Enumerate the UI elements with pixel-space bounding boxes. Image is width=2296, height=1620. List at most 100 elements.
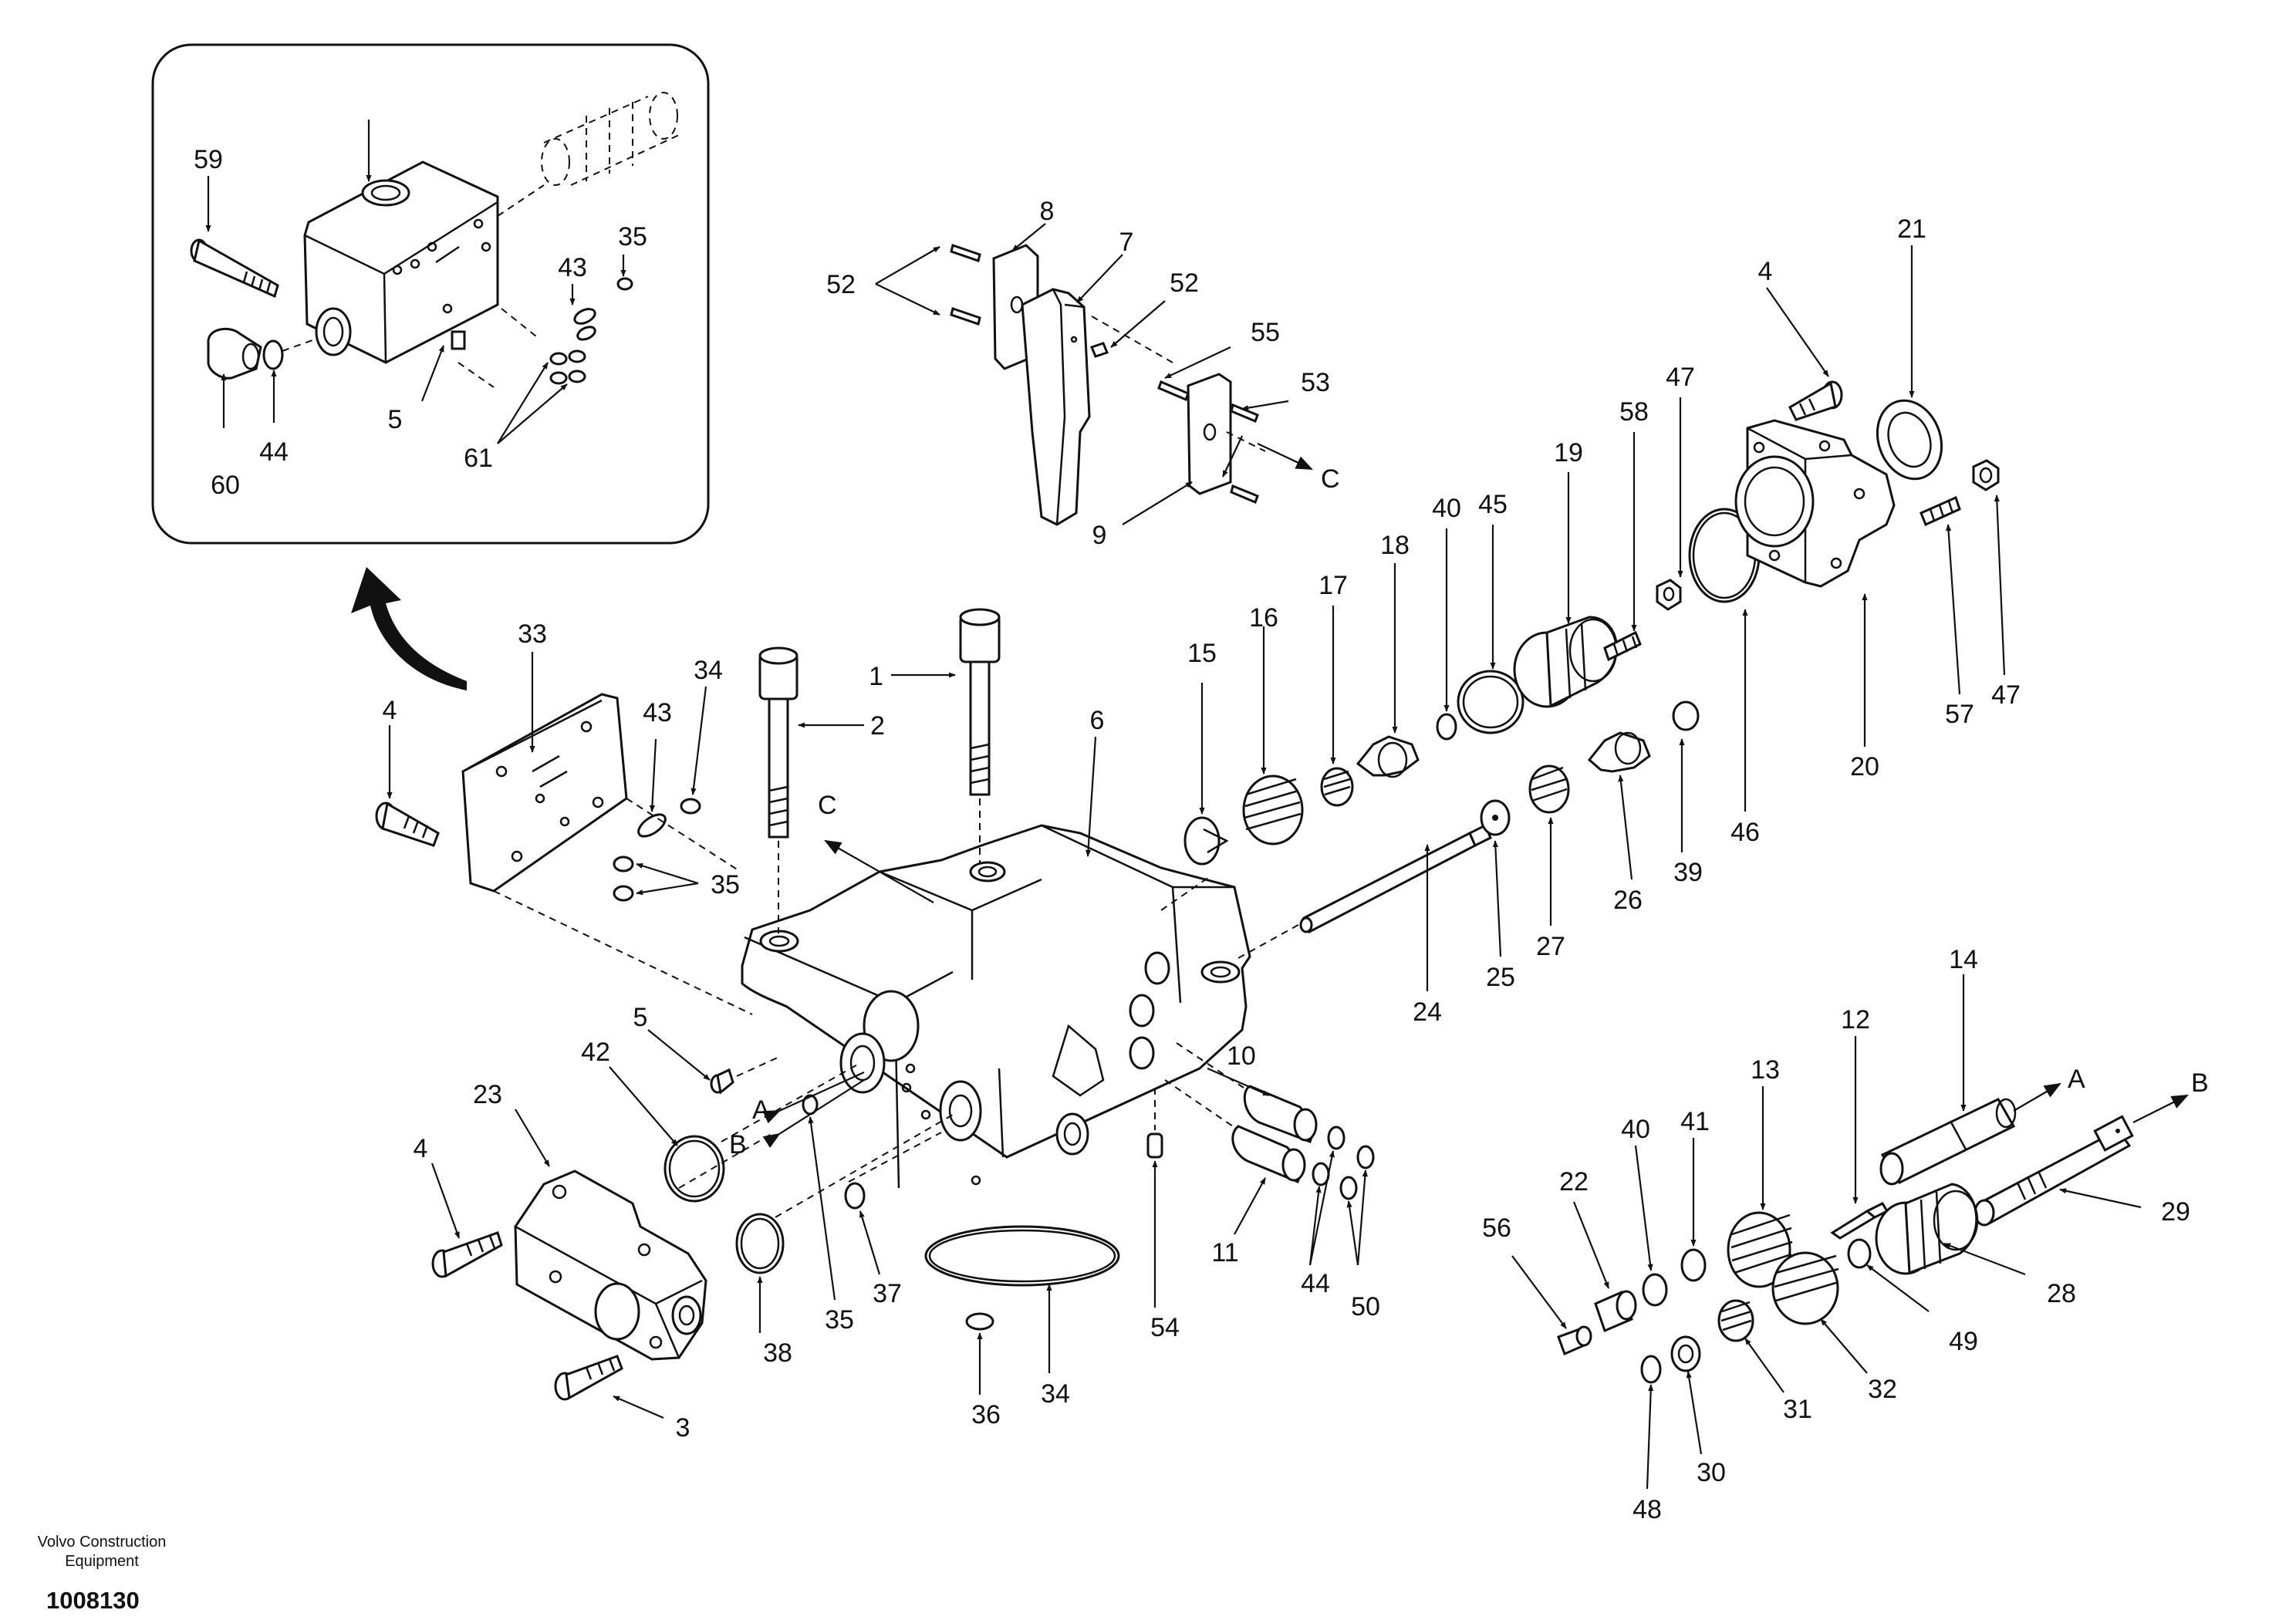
washer-30 [1670,1335,1701,1372]
callout-5: 5 [633,1003,648,1032]
callout-51: 52 [1170,268,1199,298]
shaft-24 [1299,823,1492,934]
callout-labels: 59 43 35 5 61 60 44 52 8 7 52 55 53 9 1 … [194,145,2190,1524]
oring-40-top [1436,713,1457,741]
oring-39 [735,1213,785,1274]
callout-13: 13 [1751,1055,1780,1085]
callout-15: 15 [1187,639,1217,668]
callout-52-top: 52 [826,270,856,299]
spring-31 [1717,1299,1754,1342]
bolt-4-cover [375,802,440,847]
pins-52-top [950,244,981,326]
pins-52-plate9 [1230,403,1259,504]
callout-11: 11 [1211,1238,1238,1267]
callout-28: 28 [2047,1279,2076,1308]
callout-36-left: 35 [825,1305,854,1335]
callout-46: 46 [1730,818,1760,847]
plug-10 [1243,1085,1318,1143]
plug-11 [1231,1125,1306,1183]
callout-43-inset: 43 [558,253,587,282]
plug-59 [207,327,262,380]
spring-32 [1771,1251,1839,1325]
ref-letter-A: A [752,1095,770,1125]
brand-caption: Volvo Construction Equipment 1008130 [38,1534,167,1614]
cover-20 [1734,419,1896,588]
callout-32: 32 [1868,1375,1897,1404]
callout-38: 39 [1673,858,1703,887]
callout-3: 3 [676,1413,690,1443]
lever-7 [1021,288,1091,526]
callout-37: 37 [873,1279,902,1308]
callout-39: 38 [763,1338,792,1368]
callout-7: 7 [1119,228,1134,257]
ref-letter-A-spool: A [2068,1065,2085,1094]
callout-10: 10 [1227,1041,1256,1071]
ring-49 [1847,1238,1872,1269]
callout-48: 48 [1633,1495,1662,1524]
callout-57: 58 [1619,397,1649,427]
callout-40-top: 40 [1432,494,1461,523]
callout-5-inset: 5 [388,405,403,434]
cap-15 [1183,816,1229,866]
callout-36-bottom: 36 [971,1400,1001,1429]
callout-45: 45 [1478,490,1508,519]
callout-8: 8 [1040,197,1055,226]
ref-letter-C-linkage: C [1321,464,1340,494]
callout-55: 56 [1482,1213,1511,1243]
plug-22 [1594,1290,1637,1333]
leader-lines [205,120,2142,1490]
spring-13 [1727,1211,1793,1288]
pin-51 [1089,342,1109,358]
pin-53 [1146,1088,1163,1159]
spring-27 [1528,764,1570,814]
curved-pointer-arrow [351,567,467,690]
callout-60: 61 [464,444,493,473]
callout-44-inset: 44 [259,437,289,467]
callout-20: 20 [1850,752,1879,781]
callout-43: 43 [643,698,672,727]
callout-4-bottom: 4 [414,1134,428,1163]
screw-56 [1920,495,1961,527]
oring-36-b [965,1312,994,1331]
callout-50: 50 [1351,1292,1380,1321]
bolt-3 [554,1355,623,1401]
brand-line-1: Volvo Construction [38,1534,167,1551]
callout-18: 18 [1380,531,1410,560]
callout-35-inset: 35 [618,222,647,251]
callout-14: 14 [1949,945,1978,974]
spool-14 [1879,1098,2017,1186]
callout-47-right: 47 [1991,680,2021,710]
detail-inset [151,43,710,545]
plug-28 [1875,1183,1979,1275]
seal-21 [1876,399,1943,481]
oring-45 [1457,670,1524,734]
spring-17 [1320,767,1354,807]
callout-27: 27 [1536,932,1565,961]
oring-37 [844,1182,866,1210]
callout-35-mid: 35 [711,870,740,899]
callout-6: 6 [1090,706,1105,735]
bolt-4-cover23 [431,1231,503,1278]
ring-48 [1640,1355,1662,1384]
callout-29: 29 [2161,1197,2190,1227]
bolt-2 [758,646,799,839]
ref-letter-B: B [729,1130,747,1159]
callout-23: 23 [473,1080,502,1109]
ref-letter-B-spool: B [2191,1068,2209,1098]
oring-40-bottom [1642,1273,1668,1307]
seal-44-inset [262,339,284,370]
callout-1: 1 [869,662,883,691]
oring-41 [1680,1248,1707,1282]
screw-57 [1603,630,1642,662]
set-screw-5 [710,1056,780,1095]
callout-22: 22 [1559,1167,1589,1196]
callout-40-bottom: 40 [1621,1115,1650,1144]
callout-58: 59 [194,145,223,174]
bolt-1 [959,608,1001,796]
callout-54: 55 [1251,318,1280,347]
callout-34: 34 [1041,1379,1070,1409]
valve-body-6 [741,824,1251,1189]
callout-59: 60 [211,471,240,500]
callout-42: 42 [581,1038,610,1067]
